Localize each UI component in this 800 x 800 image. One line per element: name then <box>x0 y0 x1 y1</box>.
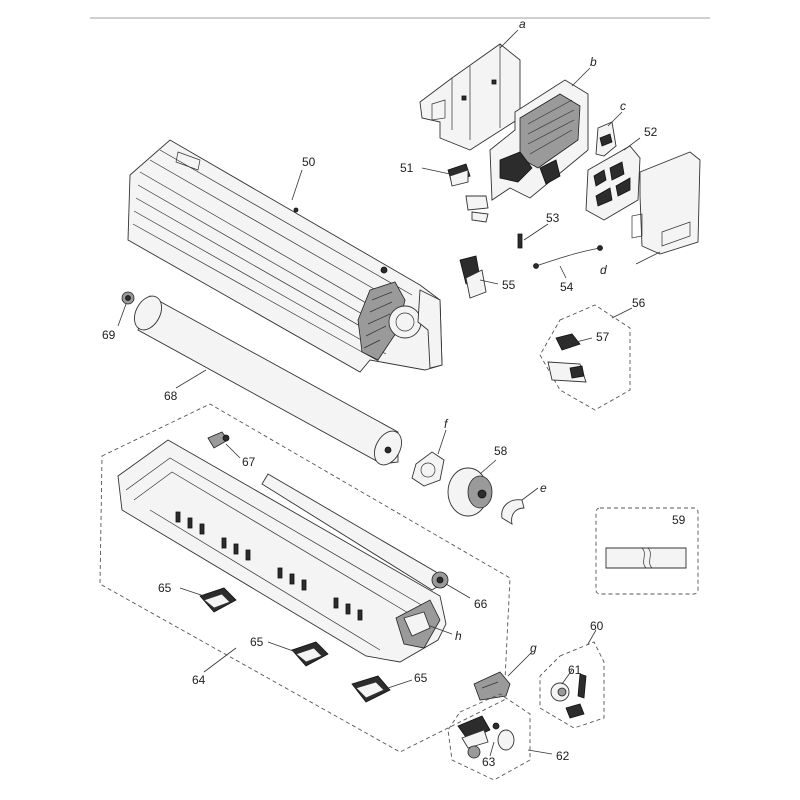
bracket-c <box>595 121 617 157</box>
label-e: e <box>540 481 547 495</box>
shaft-66 <box>261 473 449 591</box>
label-51: 51 <box>400 161 414 175</box>
group-60 <box>539 641 605 729</box>
label-61: 61 <box>568 663 582 677</box>
sensor-53 <box>517 233 523 249</box>
label-a: a <box>519 17 526 31</box>
part-g <box>473 671 511 701</box>
louver-clip-65a <box>199 587 237 613</box>
label-53: 53 <box>546 211 560 225</box>
label-60: 60 <box>590 619 604 633</box>
part-h <box>403 611 431 637</box>
group-56 <box>539 304 631 411</box>
label-g: g <box>530 641 537 655</box>
wire-54 <box>533 245 603 269</box>
label-57: 57 <box>596 330 610 344</box>
label-55: 55 <box>502 278 516 292</box>
heat-exchanger-assembly <box>127 139 443 373</box>
label-67: 67 <box>242 455 256 469</box>
label-63: 63 <box>482 755 496 769</box>
motor-cover-e <box>501 499 525 525</box>
screw-67 <box>207 431 230 449</box>
label-50: 50 <box>302 155 316 169</box>
label-64: 64 <box>192 673 206 687</box>
louver-clip-65b <box>291 641 329 667</box>
label-58: 58 <box>494 444 508 458</box>
control-box-pcb <box>465 79 589 223</box>
fan-motor-58 <box>447 467 493 517</box>
label-59: 59 <box>672 513 686 527</box>
motor-mount-f <box>411 451 445 487</box>
label-54: 54 <box>560 280 574 294</box>
label-d: d <box>600 263 607 277</box>
bearing-69 <box>121 291 135 305</box>
display-unit-55 <box>459 255 487 299</box>
label-h: h <box>455 629 462 643</box>
callout-labels: a b c d e f g h 50 51 52 53 54 55 56 57 … <box>102 17 686 769</box>
cross-flow-fan-68 <box>133 295 403 466</box>
label-65-c: 65 <box>414 671 428 685</box>
control-box-cover <box>631 151 701 255</box>
group-59 <box>595 507 699 595</box>
label-65-a: 65 <box>158 581 172 595</box>
label-56: 56 <box>632 296 646 310</box>
label-52: 52 <box>644 125 658 139</box>
label-65-b: 65 <box>250 635 264 649</box>
control-box-frame <box>419 43 521 151</box>
label-b: b <box>590 55 597 69</box>
label-62: 62 <box>556 749 570 763</box>
label-69: 69 <box>102 328 116 342</box>
terminal-block-51 <box>447 163 471 187</box>
group-62 <box>447 693 531 781</box>
label-c: c <box>620 99 626 113</box>
louver-clip-65c <box>351 675 391 703</box>
leader-lines <box>117 29 661 757</box>
pcb-52 <box>585 145 641 221</box>
label-68: 68 <box>164 389 178 403</box>
label-66: 66 <box>474 597 488 611</box>
label-f: f <box>444 417 449 431</box>
group-64 <box>99 403 511 753</box>
